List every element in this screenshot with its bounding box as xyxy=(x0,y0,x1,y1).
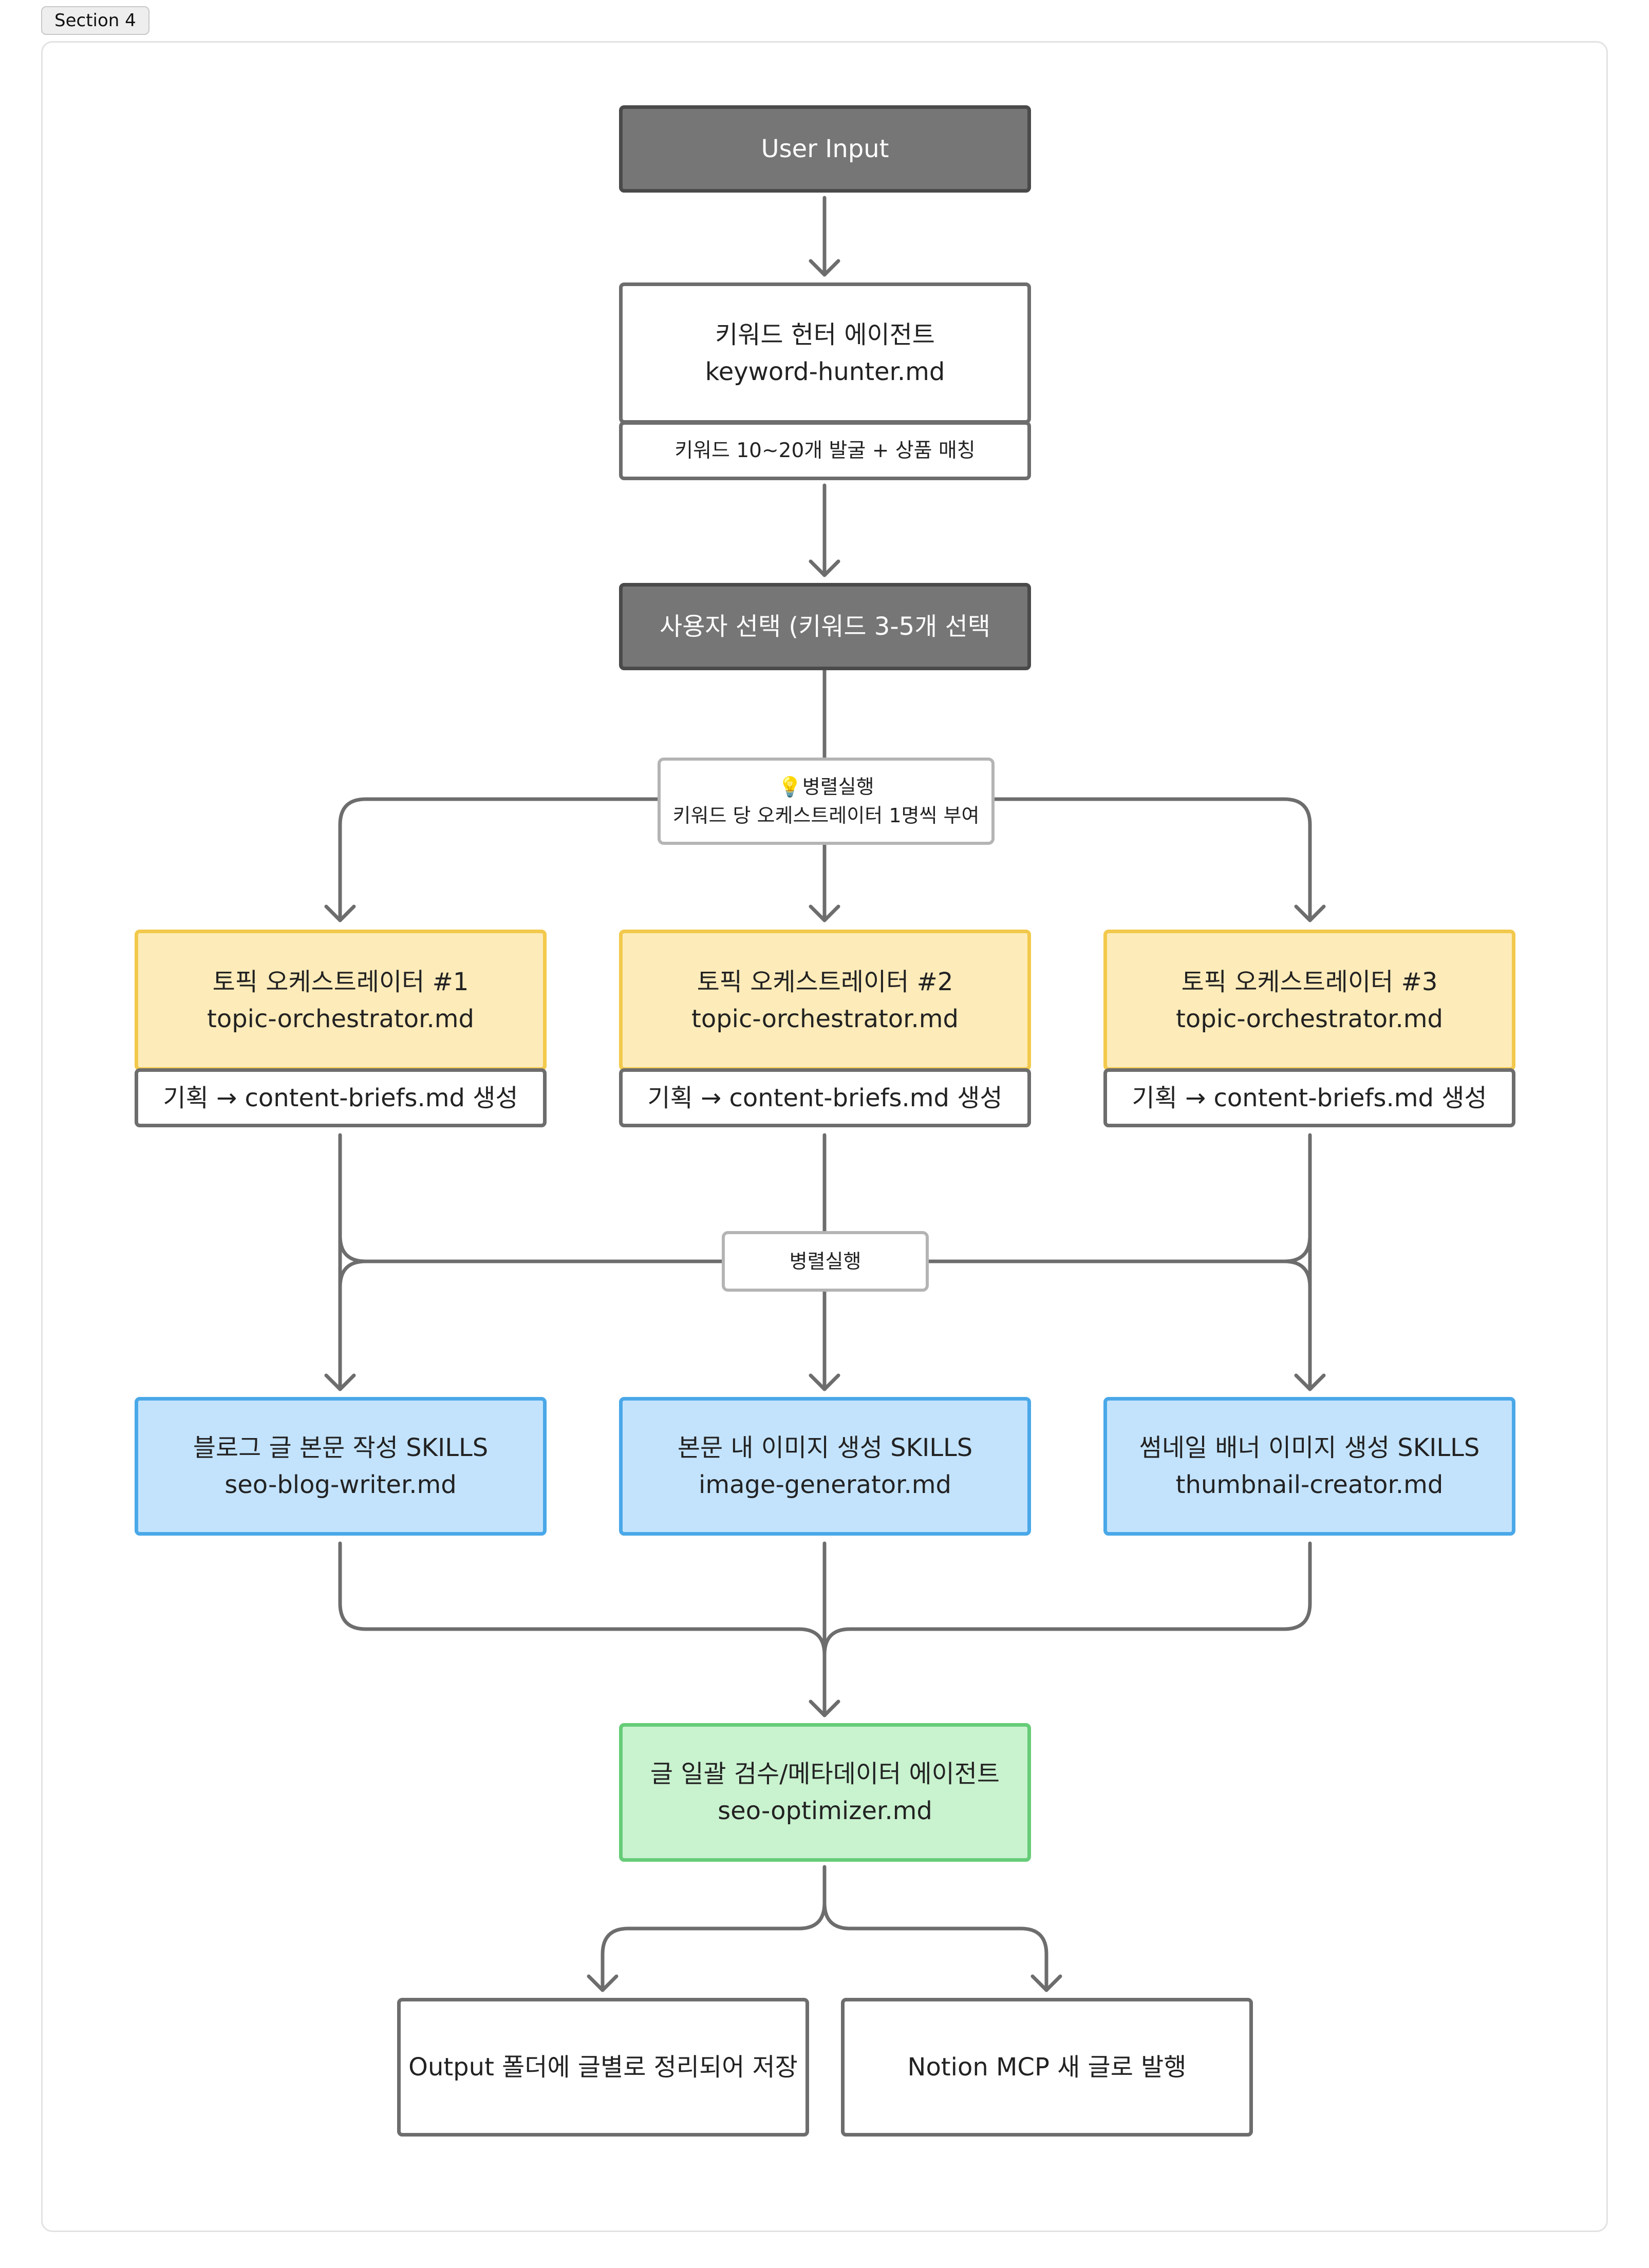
edge-parallel-2-right xyxy=(927,1259,1312,1289)
orchestrator-3-file: topic-orchestrator.md xyxy=(1176,1004,1443,1033)
orchestrator-1-note: 기획 → content-briefs.md 생성 xyxy=(135,1068,547,1127)
arrowhead xyxy=(324,904,356,922)
parallel-tag-1: 💡병렬실행 키워드 당 오케스트레이터 1명씩 부여 xyxy=(658,758,995,845)
keyword-hunter-note: 키워드 10~20개 발굴 + 상품 매칭 xyxy=(619,421,1031,480)
user-select-label: 사용자 선택 (키워드 3-5개 선택 xyxy=(660,612,990,641)
edge-parallel-2-left-merge xyxy=(338,1234,368,1263)
orchestrator-2-note: 기획 → content-briefs.md 생성 xyxy=(619,1068,1031,1127)
skill-3-title: 썸네일 배너 이미지 생성 SKILLS xyxy=(1139,1433,1480,1462)
skill-node-thumbnail-creator[interactable]: 썸네일 배너 이미지 생성 SKILLS thumbnail-creator.m… xyxy=(1103,1397,1515,1536)
arrowhead xyxy=(809,904,840,922)
output-1-label: Output 폴더에 글별로 정리되어 저장 xyxy=(408,2053,798,2082)
orchestrator-3-title: 토픽 오케스트레이터 #3 xyxy=(1181,967,1438,996)
output-node-folder[interactable]: Output 폴더에 글별로 정리되어 저장 xyxy=(397,1998,809,2137)
orchestrator-3-note-text: 기획 → content-briefs.md 생성 xyxy=(1132,1083,1487,1112)
edge-optimizer-to-output-2 xyxy=(822,1901,1048,1992)
skill-1-title: 블로그 글 본문 작성 SKILLS xyxy=(193,1433,489,1462)
arrowhead xyxy=(809,1699,840,1717)
arrowhead xyxy=(324,1373,356,1391)
output-node-notion[interactable]: Notion MCP 새 글로 발행 xyxy=(841,1998,1253,2137)
orchestrator-1-file: topic-orchestrator.md xyxy=(207,1004,474,1033)
arrowhead xyxy=(1030,1974,1062,1992)
edge-parallel-2-left xyxy=(338,1259,724,1289)
orchestrator-2-note-text: 기획 → content-briefs.md 생성 xyxy=(647,1083,1003,1112)
user-select-node[interactable]: 사용자 선택 (키워드 3-5개 선택 xyxy=(619,583,1031,670)
arrowhead xyxy=(587,1974,619,1992)
keyword-hunter-title: 키워드 헌터 에이전트 xyxy=(715,320,935,349)
edge-optimizer-to-output-1 xyxy=(601,1865,827,1992)
keyword-hunter-file: keyword-hunter.md xyxy=(705,357,945,386)
arrowhead xyxy=(1294,1373,1326,1391)
parallel-tag-2-label: 병렬실행 xyxy=(789,1250,861,1273)
edge-parallel-to-orch-1 xyxy=(338,797,660,922)
arrowhead xyxy=(1294,904,1326,922)
section-label[interactable]: Section 4 xyxy=(41,6,149,35)
orchestrator-3-note: 기획 → content-briefs.md 생성 xyxy=(1103,1068,1515,1127)
section-frame xyxy=(41,41,1608,2232)
orchestrator-node-1[interactable]: 토픽 오케스트레이터 #1 topic-orchestrator.md xyxy=(135,930,547,1071)
skill-node-image-generator[interactable]: 본문 내 이미지 생성 SKILLS image-generator.md xyxy=(619,1397,1031,1536)
skill-2-file: image-generator.md xyxy=(699,1470,951,1499)
user-input-node[interactable]: User Input xyxy=(619,105,1031,193)
optimizer-node[interactable]: 글 일괄 검수/메타데이터 에이전트 seo-optimizer.md xyxy=(619,1723,1031,1862)
edge-skill-3-to-optimizer xyxy=(822,1541,1312,1657)
optimizer-file: seo-optimizer.md xyxy=(718,1797,932,1825)
arrowhead xyxy=(809,259,840,277)
orchestrator-node-2[interactable]: 토픽 오케스트레이터 #2 topic-orchestrator.md xyxy=(619,930,1031,1071)
orchestrator-1-note-text: 기획 → content-briefs.md 생성 xyxy=(163,1083,518,1112)
edge-parallel-to-orch-3 xyxy=(992,797,1312,922)
orchestrator-2-file: topic-orchestrator.md xyxy=(691,1004,959,1033)
edge-skill-1-to-optimizer xyxy=(338,1541,827,1657)
skill-3-file: thumbnail-creator.md xyxy=(1175,1470,1444,1499)
parallel-tag-2: 병렬실행 xyxy=(722,1231,929,1292)
parallel-tag-1-desc: 키워드 당 오케스트레이터 1명씩 부여 xyxy=(672,804,980,827)
keyword-hunter-note-text: 키워드 10~20개 발굴 + 상품 매칭 xyxy=(674,439,976,462)
optimizer-title: 글 일괄 검수/메타데이터 에이전트 xyxy=(650,1760,1000,1788)
orchestrator-2-title: 토픽 오케스트레이터 #2 xyxy=(697,967,953,996)
orchestrator-node-3[interactable]: 토픽 오케스트레이터 #3 topic-orchestrator.md xyxy=(1103,930,1515,1071)
arrowhead xyxy=(809,1373,840,1391)
skill-2-title: 본문 내 이미지 생성 SKILLS xyxy=(677,1433,973,1462)
skill-1-file: seo-blog-writer.md xyxy=(224,1470,457,1499)
parallel-tag-1-title: 💡병렬실행 xyxy=(778,776,874,798)
edge-parallel-2-right-merge xyxy=(1282,1234,1312,1263)
arrowhead xyxy=(809,559,840,577)
output-2-label: Notion MCP 새 글로 발행 xyxy=(907,2053,1187,2082)
user-input-label: User Input xyxy=(761,135,889,163)
keyword-hunter-node[interactable]: 키워드 헌터 에이전트 keyword-hunter.md xyxy=(619,282,1031,424)
orchestrator-1-title: 토픽 오케스트레이터 #1 xyxy=(212,967,469,996)
skill-node-blog-writer[interactable]: 블로그 글 본문 작성 SKILLS seo-blog-writer.md xyxy=(135,1397,547,1536)
